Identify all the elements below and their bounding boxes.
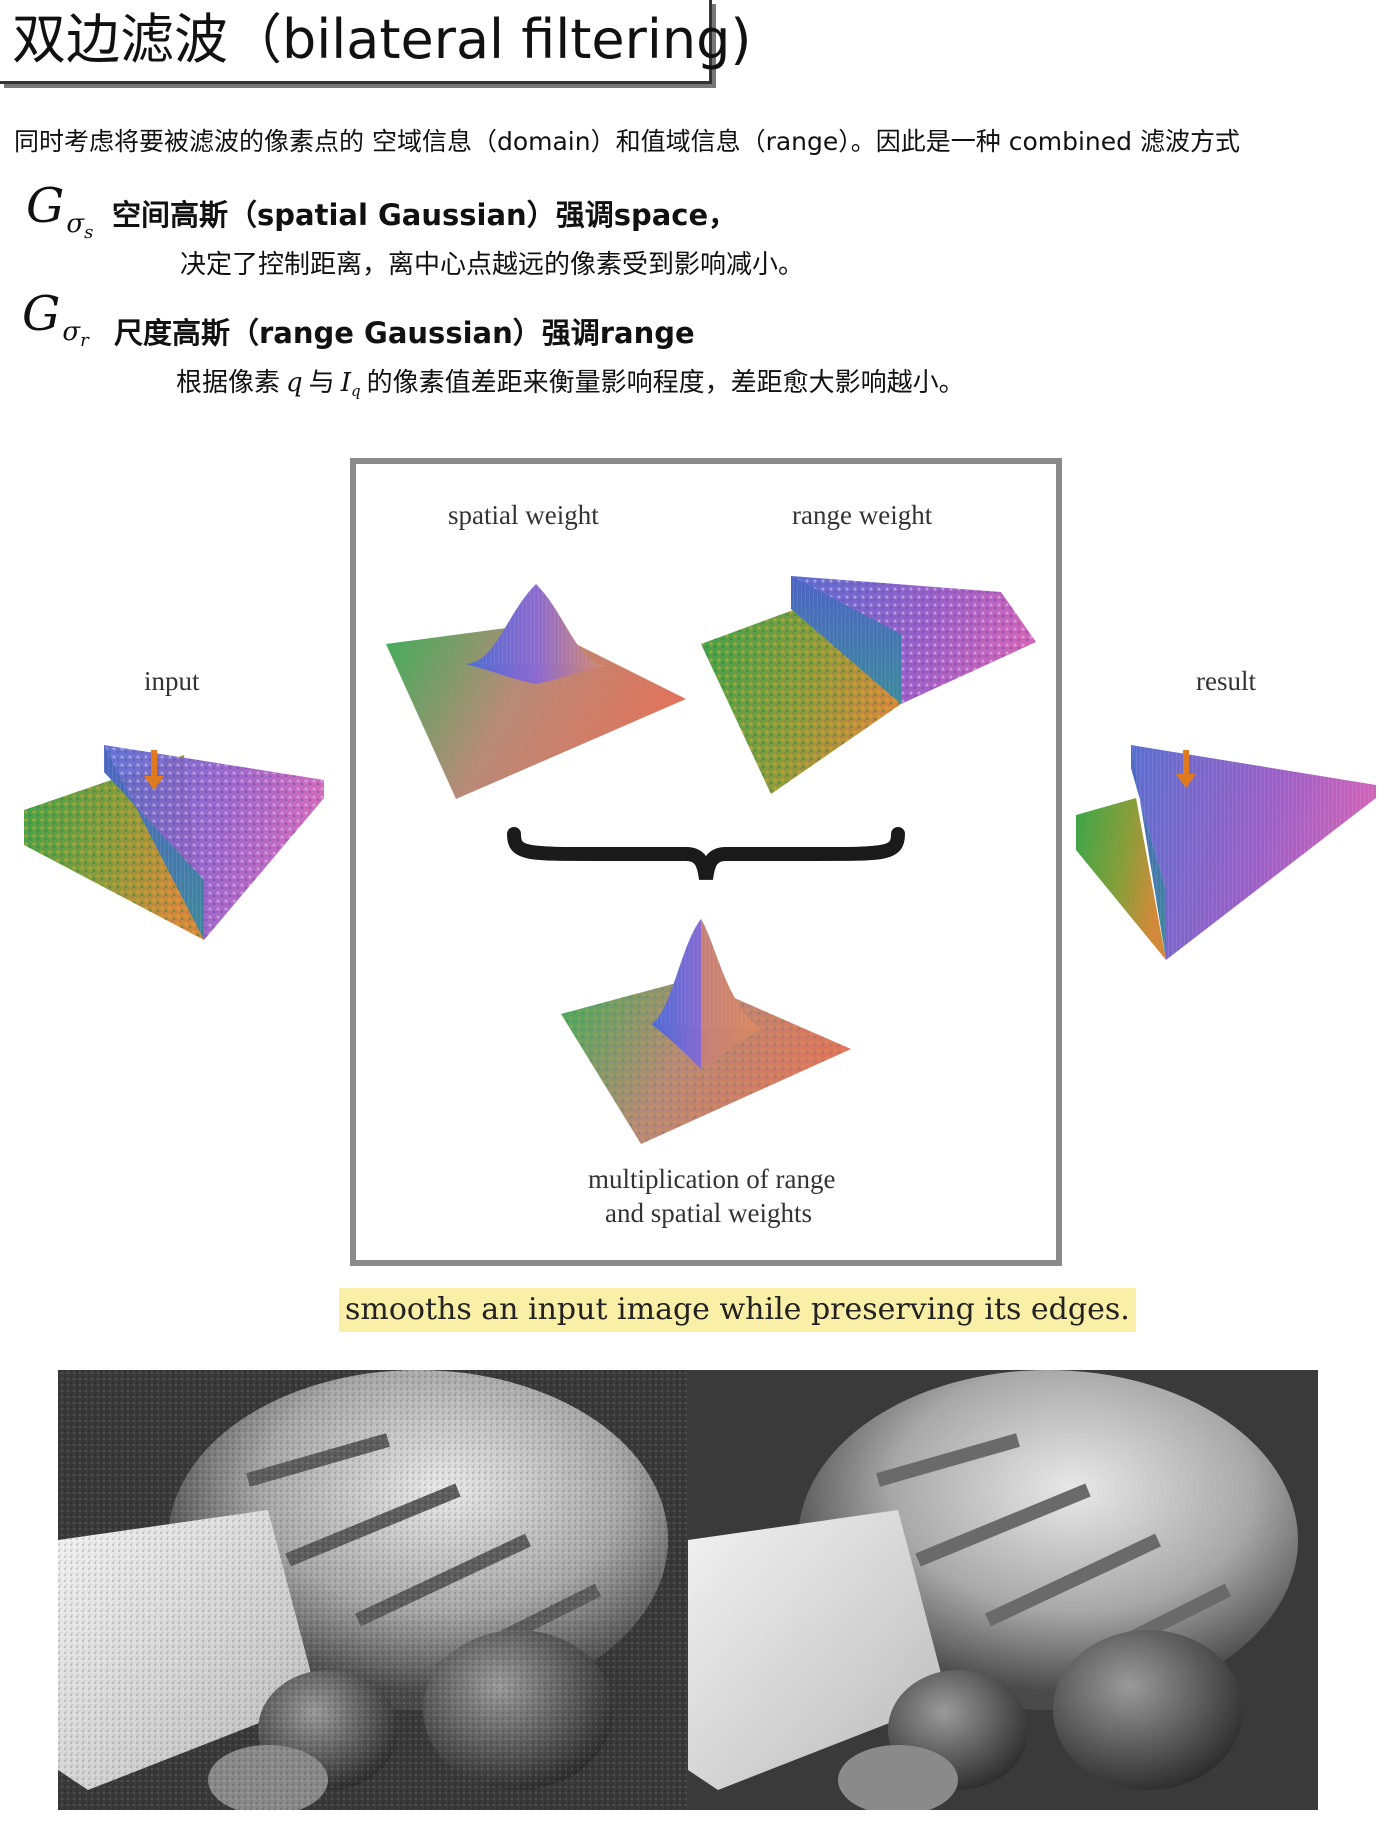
label-multiplication-line1: multiplication of range [588, 1164, 836, 1194]
symbol-G: G [22, 286, 61, 342]
spatial-gaussian-symbol: Gσs [26, 178, 93, 243]
math-I-subscript: q [350, 382, 361, 400]
title-box: 双边滤波（bilateral filtering) [0, 0, 751, 84]
multiplication-plot [561, 919, 851, 1144]
symbol-G: G [26, 178, 65, 234]
input-surface-plot [24, 745, 324, 940]
math-I-q: Iq [340, 368, 361, 400]
result-surface-plot [1076, 745, 1376, 960]
math-q: q [286, 368, 303, 398]
brace-symbol [507, 827, 905, 881]
range-gaussian-symbol: Gσr [22, 286, 89, 351]
label-range-weight: range weight [792, 500, 933, 530]
page-title: 双边滤波（bilateral filtering) [12, 8, 752, 71]
highlighted-caption: smooths an input image while preserving … [339, 1288, 1136, 1332]
symbol-subscript-r: r [80, 330, 89, 351]
photo-filtered-bread-cheese [688, 1370, 1318, 1810]
spatial-gaussian-description: 决定了控制距离，离中心点越远的像素受到影响减小。 [180, 250, 805, 280]
label-spatial-weight: spatial weight [448, 500, 599, 530]
label-input: input [144, 666, 200, 696]
range-weight-plot [701, 576, 1036, 794]
photo-noisy-bread-cheese [58, 1370, 688, 1810]
spatial-weight-plot [386, 584, 686, 799]
symbol-subscript-s: s [84, 222, 94, 243]
symbol-sigma: σ [62, 317, 81, 347]
label-multiplication-line2: and spatial weights [605, 1198, 812, 1228]
desc-part: 根据像素 [176, 368, 281, 398]
math-I: I [340, 368, 351, 398]
intro-text: 同时考虑将要被滤波的像素点的 空域信息（domain）和值域信息（range）。… [14, 127, 1240, 156]
label-result: result [1196, 666, 1256, 696]
spatial-gaussian-heading: 空间高斯（spatial Gaussian）强调space， [112, 198, 738, 232]
figure-frame: spatial weight range weight multiplicati… [350, 458, 1062, 1266]
range-gaussian-heading: 尺度高斯（range Gaussian）强调range [114, 316, 695, 350]
symbol-sigma: σ [66, 209, 85, 239]
desc-part: 的像素值差距来衡量影响程度，差距愈大影响越小。 [366, 368, 965, 398]
desc-part: 与 [308, 368, 335, 398]
